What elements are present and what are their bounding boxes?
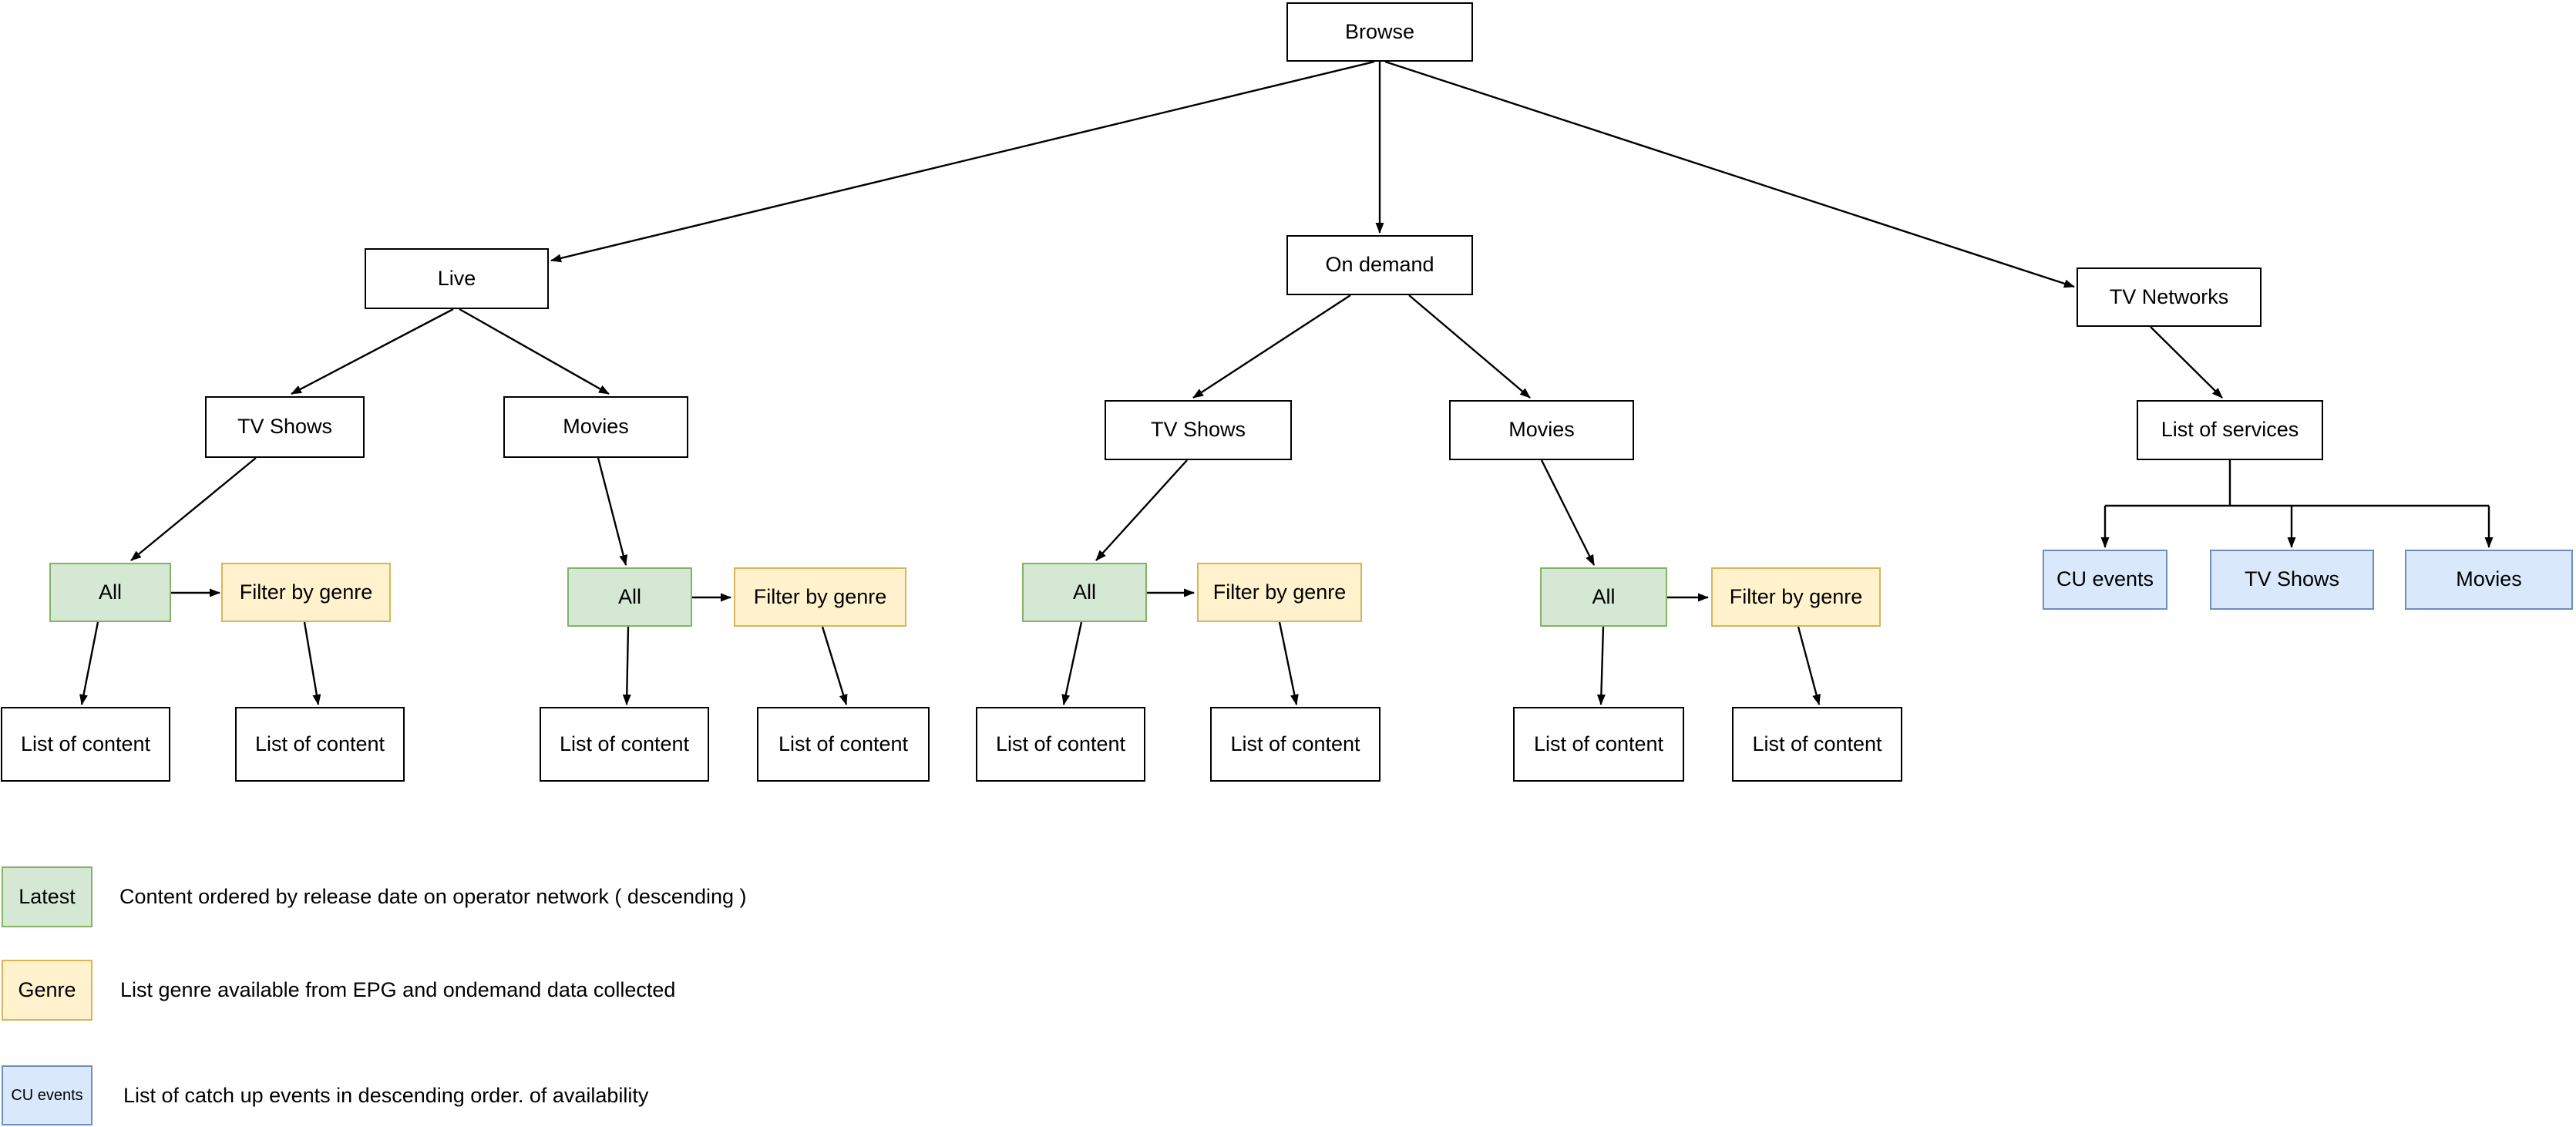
node-svc-tv-shows[interactable]: TV Shows — [2210, 550, 2374, 610]
node-list-of-services[interactable]: List of services — [2137, 400, 2323, 460]
legend-text-latest: Content ordered by release date on opera… — [119, 885, 747, 908]
node-list-8[interactable]: List of content — [1732, 707, 1902, 782]
edge-browse-to-tv-networks — [1384, 60, 2075, 288]
edge-group — [79, 60, 2494, 705]
node-list-5[interactable]: List of content — [976, 707, 1145, 782]
node-live-movies[interactable]: Movies — [503, 396, 688, 458]
node-browse[interactable]: Browse — [1286, 2, 1473, 62]
edge-tvn-to-services — [2150, 326, 2223, 399]
edge-odmov-filter-to-list — [1797, 626, 1821, 705]
node-live-movies-filter[interactable]: Filter by genre — [734, 567, 906, 627]
node-live-movies-all[interactable]: All — [567, 567, 692, 627]
node-od-tv-shows[interactable]: TV Shows — [1105, 400, 1292, 460]
node-list-4[interactable]: List of content — [757, 707, 930, 782]
edge-lmov-filter-to-list — [821, 626, 848, 705]
edge-browse-to-live — [550, 60, 1375, 263]
edge-odtv-filter-to-list — [1278, 621, 1299, 705]
legend-text-cu-events: List of catch up events in descending or… — [123, 1083, 649, 1107]
node-on-demand[interactable]: On demand — [1286, 235, 1473, 295]
edge-od-to-movies — [1408, 294, 1531, 399]
node-list-1[interactable]: List of content — [1, 707, 170, 782]
edge-live-to-movies — [459, 308, 610, 395]
edge-lmov-all-to-list — [622, 626, 631, 705]
node-live-tv-filter[interactable]: Filter by genre — [221, 563, 391, 622]
node-list-7[interactable]: List of content — [1513, 707, 1684, 782]
edge-ltv-filter-to-list — [303, 621, 321, 705]
node-od-tv-filter[interactable]: Filter by genre — [1197, 563, 1362, 622]
edge-ltv-to-all — [130, 457, 257, 561]
node-od-movies-all[interactable]: All — [1540, 567, 1667, 627]
node-tv-networks[interactable]: TV Networks — [2077, 267, 2262, 327]
node-list-6[interactable]: List of content — [1210, 707, 1380, 782]
node-live-tv-shows[interactable]: TV Shows — [205, 396, 365, 458]
edge-live-to-tv-shows — [291, 308, 454, 395]
node-od-movies-filter[interactable]: Filter by genre — [1711, 567, 1881, 627]
edge-ltv-all-to-list — [79, 621, 99, 705]
legend-swatch-cu-events[interactable]: CU events — [2, 1065, 92, 1125]
node-svc-movies[interactable]: Movies — [2405, 550, 2573, 610]
edge-odtv-to-all — [1095, 459, 1188, 561]
node-live-tv-all[interactable]: All — [49, 563, 171, 622]
edge-odmov-all-to-list — [1596, 626, 1606, 705]
legend-swatch-latest[interactable]: Latest — [2, 866, 92, 927]
node-od-tv-all[interactable]: All — [1022, 563, 1147, 622]
node-svc-cu-events[interactable]: CU events — [2043, 550, 2167, 610]
node-list-3[interactable]: List of content — [540, 707, 709, 782]
node-live[interactable]: Live — [365, 248, 549, 309]
edge-lmov-to-all — [597, 457, 628, 566]
legend-swatch-genre[interactable]: Genre — [2, 960, 92, 1021]
edge-od-to-tv-shows — [1192, 294, 1351, 399]
node-list-2[interactable]: List of content — [235, 707, 405, 782]
legend-text-genre: List genre available from EPG and ondema… — [120, 978, 676, 1001]
edge-odtv-all-to-list — [1061, 621, 1083, 705]
node-od-movies[interactable]: Movies — [1449, 400, 1634, 460]
edge-odmov-to-all — [1540, 459, 1596, 566]
